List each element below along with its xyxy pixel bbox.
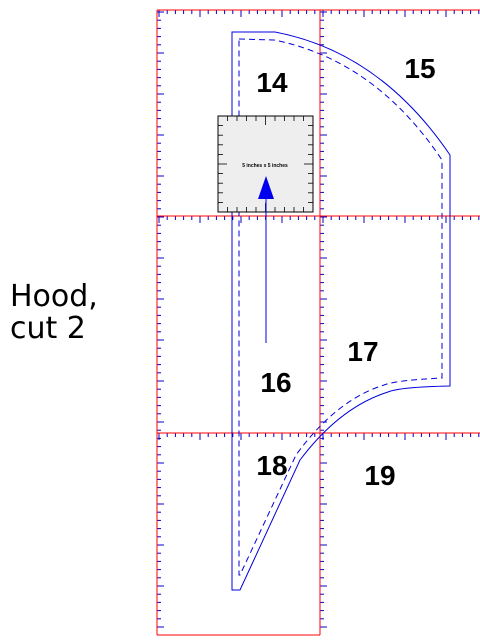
hood-cutting-line	[231, 31, 451, 591]
page-number-14: 14	[256, 67, 288, 98]
page-number-16: 16	[260, 367, 291, 398]
piece-label-line2: cut 2	[10, 311, 86, 346]
page-number-15: 15	[404, 53, 435, 84]
page-number-17: 17	[347, 336, 378, 367]
piece-label-line1: Hood,	[10, 279, 98, 314]
page-number-19: 19	[364, 460, 395, 491]
page-borders	[156, 9, 480, 636]
page-ruler-ticks	[157, 10, 480, 628]
test-square-caption: 5 inches x 5 inches	[242, 163, 288, 169]
page-number-18: 18	[256, 450, 287, 481]
grainline-arrowhead	[258, 176, 274, 199]
grainline-arrow	[258, 176, 274, 343]
test-square-ticks	[218, 116, 313, 212]
